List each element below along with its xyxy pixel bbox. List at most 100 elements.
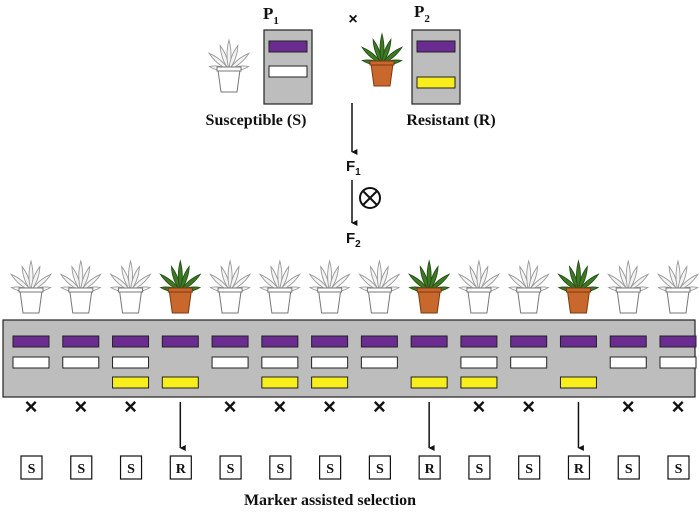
result-box-12	[567, 455, 591, 480]
f2-plant-8	[358, 259, 401, 314]
parent-p1: P1 Susceptible (S)	[206, 4, 313, 129]
p1-label: P1	[263, 4, 279, 27]
f2-plant-4	[159, 259, 202, 314]
f2-band-11-white	[510, 356, 548, 369]
f2-band-12-purple	[559, 335, 597, 348]
f2-band-10-purple	[460, 335, 498, 348]
reject-mark-7: ×	[323, 394, 336, 419]
result-box-9	[418, 455, 441, 480]
f2-band-14-white	[659, 356, 697, 369]
reject-mark-14: ×	[672, 394, 685, 419]
result-label-9: R	[425, 462, 436, 477]
f2-band-6-white	[261, 356, 299, 369]
f2-band-2-white	[62, 356, 100, 369]
result-box-7	[319, 455, 342, 480]
f2-plant-11	[507, 259, 550, 314]
selfing-icon	[359, 187, 381, 209]
f2-band-12-yellow	[559, 376, 597, 389]
f2-band-7-yellow	[311, 376, 349, 389]
f2-band-9-purple	[410, 335, 448, 348]
result-box-10	[468, 455, 491, 480]
f2-band-5-white	[211, 356, 249, 369]
f2-band-11-purple	[510, 335, 548, 348]
result-box-11	[518, 455, 541, 480]
f2-band-1-purple	[12, 335, 50, 348]
result-box-5	[219, 455, 242, 480]
reject-mark-11: ×	[522, 394, 535, 419]
f2-band-13-white	[609, 356, 647, 369]
result-box-1	[20, 455, 43, 480]
f2-band-5-purple	[211, 335, 249, 348]
f2-plant-14	[656, 259, 699, 314]
result-label-12: R	[574, 462, 585, 477]
f2-plant-7	[308, 259, 351, 314]
f2-band-8-white	[360, 356, 398, 369]
reject-mark-2: ×	[74, 394, 87, 419]
p1-plant-icon	[207, 38, 251, 93]
result-label-7: S	[326, 462, 334, 477]
f2-band-7-white	[311, 356, 349, 369]
result-label-14: S	[675, 462, 683, 477]
reject-mark-13: ×	[622, 394, 635, 419]
result-label-5: S	[227, 462, 235, 477]
result-box-13	[617, 455, 640, 480]
p1-plant	[207, 38, 251, 93]
figure-caption: Marker assisted selection	[244, 492, 416, 509]
result-label-8: S	[376, 462, 384, 477]
f2-band-8-purple	[360, 335, 398, 348]
f2-band-6-purple	[261, 335, 299, 348]
selection-marks: ×××××××××××	[25, 394, 685, 451]
f2-band-10-yellow	[460, 376, 498, 389]
f2-plant-9	[408, 259, 451, 314]
f2-band-4-yellow	[161, 376, 199, 389]
reject-mark-6: ×	[273, 394, 286, 419]
result-label-3: S	[127, 462, 135, 477]
f2-plant-12	[557, 259, 600, 314]
p2-label: P2	[414, 2, 430, 25]
result-label-6: S	[276, 462, 284, 477]
f2-plant-10	[457, 259, 501, 314]
f2-band-1-white	[12, 356, 50, 369]
result-label-1: S	[28, 462, 36, 477]
f2-band-2-purple	[62, 335, 100, 348]
result-box-3	[119, 455, 143, 480]
p2-plant	[360, 32, 404, 87]
f2-label: F2	[346, 230, 361, 250]
f2-plant-2	[59, 259, 102, 314]
f2-plant-row	[9, 259, 699, 314]
f2-band-3-yellow	[112, 376, 150, 389]
f2-band-6-yellow	[261, 376, 299, 389]
result-box-14	[667, 455, 690, 480]
reject-mark-1: ×	[25, 394, 38, 419]
f2-band-3-purple	[112, 335, 150, 348]
p2-plant-icon	[360, 32, 404, 87]
p1-caption: Susceptible (S)	[206, 112, 307, 129]
parent-p2: P2 Resistant (R)	[360, 2, 496, 129]
cross-symbol: ×	[348, 11, 357, 28]
f2-band-14-purple	[659, 335, 697, 348]
f2-plant-13	[607, 259, 650, 314]
f2-band-9-yellow	[410, 376, 448, 389]
f2-plant-6	[258, 259, 301, 314]
p2-caption: Resistant (R)	[406, 112, 495, 129]
f2-band-4-purple	[161, 335, 199, 348]
reject-mark-8: ×	[373, 394, 386, 419]
reject-mark-10: ×	[472, 394, 485, 419]
p2-band-purple	[416, 40, 456, 53]
result-label-2: S	[77, 462, 85, 477]
p1-band-white	[268, 65, 308, 78]
f2-gel-bands	[12, 335, 697, 389]
f2-band-3-white	[112, 356, 150, 369]
f2-plant-3	[109, 259, 152, 314]
f2-plant-1	[9, 259, 53, 314]
result-box-8	[368, 455, 391, 480]
result-label-4: R	[176, 462, 187, 477]
p1-band-purple	[268, 40, 308, 53]
f2-band-10-white	[460, 356, 498, 369]
result-box-6	[269, 455, 292, 480]
result-box-4	[169, 455, 192, 480]
f2-band-13-purple	[609, 335, 647, 348]
p2-band-yellow	[416, 76, 456, 89]
reject-mark-3: ×	[124, 394, 137, 419]
